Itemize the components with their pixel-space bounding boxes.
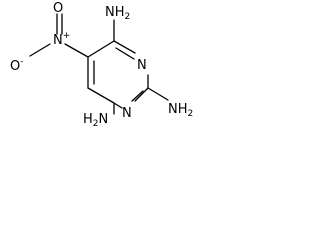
atom-o-minus: O- [10,57,23,74]
atom-nh2-bottom-left: H2N [83,112,108,129]
substituent-bonds [29,13,169,115]
bond-n1-c6 [113,102,123,109]
bond-n3-double [115,47,135,60]
atom-o-double: O [53,1,63,16]
atom-n-ring-top: N [137,58,147,73]
bond-c2-n1 [134,87,149,102]
molecule-structure: NH2 N NH2 N H2N N+ O O- [10,1,193,129]
atom-labels: NH2 N NH2 N H2N N+ O O- [10,1,193,129]
bond-c2-nh2 [147,87,169,101]
bond-n-o-single [29,43,51,57]
ring-bonds [87,40,149,109]
atom-n-nitro: N+ [53,31,70,48]
bond-c5-c4 [87,40,115,58]
atom-nh2-right: NH2 [168,102,193,119]
bond-n1-double [131,90,144,102]
atom-n-ring-bottom: N [122,106,132,121]
bond-c5-no2 [64,43,89,58]
bond-c4-n3 [113,40,136,54]
bond-c6-c5 [87,87,115,104]
atom-nh2-top: NH2 [105,5,130,22]
